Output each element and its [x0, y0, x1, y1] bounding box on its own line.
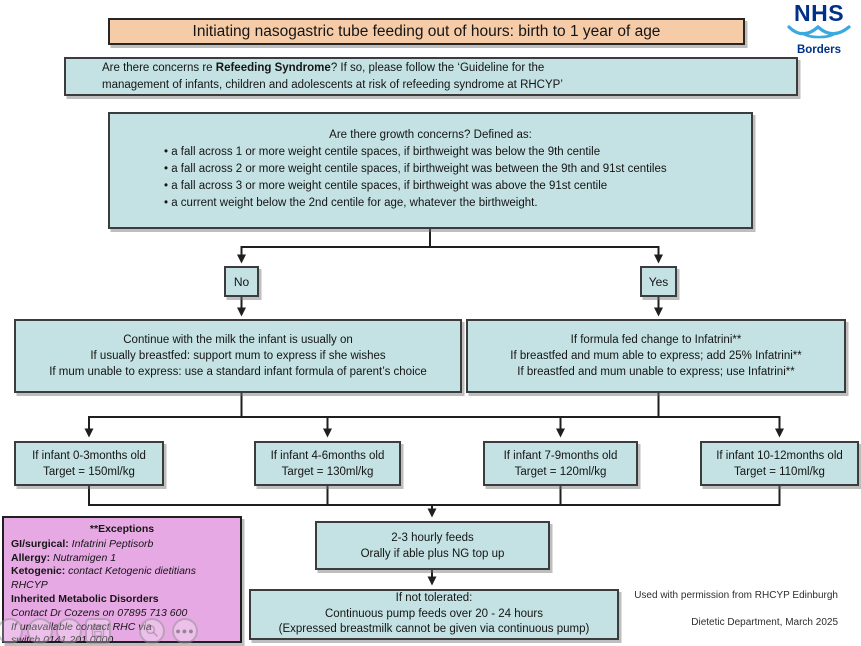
refeeding-bold-text: Refeeding Syndrome	[215, 61, 331, 74]
growth-bullets: • a fall across 1 or more weight centile…	[110, 144, 751, 212]
department-note: Dietetic Department, March 2025	[691, 617, 838, 628]
page-title: Initiating nasogastric tube feeding out …	[192, 22, 661, 40]
exceptions-label: Allergy:	[11, 551, 51, 564]
search-button[interactable]	[139, 618, 165, 644]
ghost-toolbar-button[interactable]	[27, 618, 53, 644]
age-box-10-12-months: If infant 10-12months old Target = 110ml…	[700, 441, 859, 486]
no-branch-line: If mum unable to express: use a standard…	[49, 366, 427, 378]
age-box-condition: If infant 10-12months old	[716, 449, 843, 462]
yes-branch-box: If formula fed change to Infatrini** If …	[466, 319, 846, 393]
growth-bullet: • a current weight below the 2nd centile…	[164, 197, 538, 209]
exceptions-label: Inherited Metabolic Disorders	[11, 592, 159, 605]
more-icon: ●●●	[175, 625, 195, 636]
refeeding-text: Are there concerns re	[102, 61, 216, 74]
decision-no-box: No	[224, 266, 259, 297]
growth-bullet: • a fall across 3 or more weight centile…	[164, 180, 608, 192]
exceptions-row: Ketogenic: contact Ketogenic dietitians …	[11, 565, 233, 593]
exceptions-row: Inherited Metabolic Disorders	[11, 593, 233, 607]
not-tolerated-line: If not tolerated:	[395, 592, 473, 605]
age-box-target: Target = 150ml/kg	[43, 465, 135, 478]
growth-bullet: • a fall across 1 or more weight centile…	[164, 146, 601, 158]
connector-lines	[84, 229, 784, 586]
age-box-target: Target = 130ml/kg	[281, 465, 374, 478]
hourly-feeds-line: 2-3 hourly feeds	[391, 531, 474, 544]
exceptions-label: Ketogenic:	[11, 565, 66, 578]
refeeding-syndrome-box: Are there concerns re Refeeding Syndrome…	[64, 57, 798, 96]
age-box-condition: If infant 7-9months old	[503, 449, 618, 462]
exceptions-label: GI/surgical:	[11, 537, 69, 550]
age-box-target: Target = 110ml/kg	[734, 465, 825, 478]
yes-branch-line: If breastfed and mum able to express; ad…	[510, 350, 802, 362]
save-button[interactable]	[85, 618, 111, 644]
age-box-0-3-months: If infant 0-3months old Target = 150ml/k…	[14, 441, 164, 486]
growth-concerns-box: Are there growth concerns? Defined as: •…	[108, 112, 753, 229]
decision-yes-box: Yes	[640, 266, 677, 297]
nhs-borders-logo: NHS Borders	[783, 2, 855, 56]
hourly-feeds-line: Orally if able plus NG top up	[360, 547, 505, 560]
ghost-toolbar-button[interactable]	[0, 618, 23, 644]
exceptions-row: Allergy: Nutramigen 1	[11, 552, 233, 566]
refeeding-line-2: management of infants, children and adol…	[102, 78, 563, 91]
nhs-region-text: Borders	[796, 44, 842, 56]
ghost-toolbar-button[interactable]	[56, 618, 82, 644]
nhs-logo-text: NHS	[793, 0, 845, 26]
growth-title: Are there growth concerns? Defined as:	[329, 129, 532, 141]
title-banner: Initiating nasogastric tube feeding out …	[108, 18, 745, 45]
exceptions-value: Nutramigen 1	[50, 551, 117, 564]
not-tolerated-box: If not tolerated: Continuous pump feeds …	[249, 589, 619, 640]
refeeding-text: ? If so, please follow the ‘Guideline fo…	[330, 61, 545, 74]
age-box-target: Target = 120ml/kg	[514, 465, 607, 478]
exceptions-row: GI/surgical: Infatrini Peptisorb	[11, 538, 233, 552]
yes-branch-line: If formula fed change to Infatrini**	[570, 334, 742, 346]
hourly-feeds-box: 2-3 hourly feeds Orally if able plus NG …	[315, 521, 550, 570]
exceptions-title: **Exceptions	[89, 523, 155, 535]
exceptions-value: Infatrini Peptisorb	[68, 537, 154, 550]
exceptions-row: Contact Dr Cozens on 07895 713 600	[11, 607, 233, 621]
no-branch-box: Continue with the milk the infant is usu…	[14, 319, 462, 393]
not-tolerated-line: (Expressed breastmilk cannot be given vi…	[278, 623, 590, 636]
age-box-7-9-months: If infant 7-9months old Target = 120ml/k…	[483, 441, 638, 486]
growth-bullet: • a fall across 2 or more weight centile…	[164, 163, 667, 175]
yes-branch-line: If breastfed and mum unable to express; …	[517, 366, 795, 378]
permission-note: Used with permission from RHCYP Edinburg…	[634, 590, 838, 601]
age-box-condition: If infant 0-3months old	[32, 449, 146, 462]
search-icon	[146, 625, 158, 637]
exceptions-value: contact Ketogenic dietitians RHCYP	[11, 565, 197, 592]
refeeding-line-1: Are there concerns re Refeeding Syndrome…	[102, 60, 796, 77]
save-icon	[91, 624, 105, 638]
age-box-4-6-months: If infant 4-6months old Target = 130ml/k…	[254, 441, 401, 486]
no-branch-line: If usually breastfed: support mum to exp…	[90, 350, 386, 362]
no-branch-line: Continue with the milk the infant is usu…	[123, 334, 353, 346]
nhs-wave-icon	[787, 24, 851, 39]
not-tolerated-line: Continuous pump feeds over 20 - 24 hours	[325, 607, 543, 620]
age-box-condition: If infant 4-6months old	[270, 449, 385, 462]
more-options-button[interactable]: ●●●	[172, 618, 198, 644]
exceptions-value: Contact Dr Cozens on 07895 713 600	[11, 606, 188, 619]
